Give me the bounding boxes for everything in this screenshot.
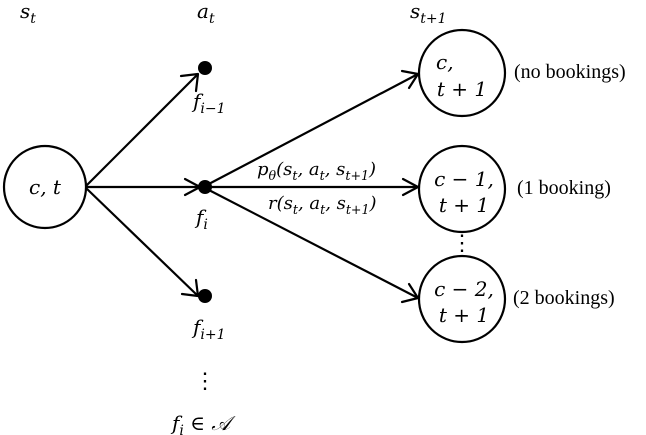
prev-fare-label: fi−1 [191,89,226,117]
next-state-two-bookings-node [417,254,507,344]
next-state-two-bookings-line1: c − 2, [434,277,494,301]
next-state-header: st+1 [410,0,447,27]
next-state-no-booking-line2: t + 1 [437,77,487,101]
next-state-two-bookings-line2: t + 1 [439,303,489,327]
current-state-label: c, t [29,175,62,199]
edge-state-to-next-fare [85,187,199,297]
action-header: at [197,0,215,27]
state-header: st [20,0,36,27]
no-bookings-annotation: (no bookings) [514,61,626,83]
next-state-no-booking-line1: c, [436,50,454,74]
action-ellipsis: ⋮ [194,368,216,393]
fare-set-label: fi ∈ 𝒜 [170,411,236,435]
one-booking-annotation: (1 booking) [517,177,611,199]
arrowhead-no-booking [400,69,420,90]
next-state-one-booking-line1: c − 1, [434,167,494,191]
fare-label: fi [194,205,208,233]
next-state-one-booking-node [417,144,507,234]
next-state-one-booking-line2: t + 1 [439,193,489,217]
current-state-node [2,144,88,230]
fare-dot [198,180,212,194]
edge-fare-to-two-bookings [204,187,419,299]
arrowhead-prev-fare [179,72,200,93]
reward-label: r(st, at, st+1) [268,193,377,217]
next-fare-label: fi+1 [191,315,226,343]
transition-probability-label: pθ(st, at, st+1) [257,159,376,183]
two-bookings-annotation: (2 bookings) [513,287,615,309]
next-state-ellipsis: ⋮ [451,230,473,255]
edge-fare-to-no-booking [204,73,419,187]
next-fare-dot [198,289,212,303]
edge-state-to-prev-fare [85,73,199,187]
prev-fare-dot [198,61,212,75]
next-state-no-booking-node [417,28,507,118]
